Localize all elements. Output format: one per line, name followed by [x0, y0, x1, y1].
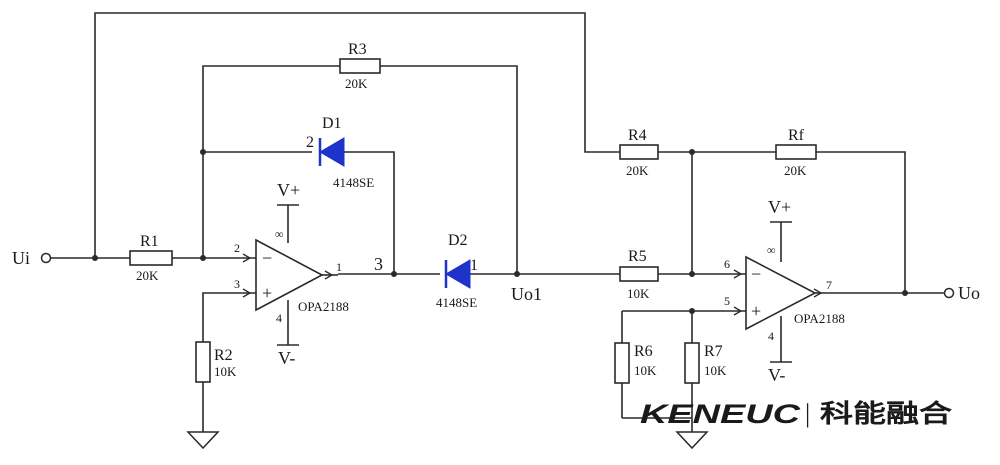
resistor-r3: R3 20K — [339, 41, 381, 91]
opamp-u1-pin-inv: 2 — [234, 241, 240, 255]
junction-dots — [92, 149, 908, 314]
opamp-u2: − + 6 5 7 ∞ 4 V+ V- OPA2188 — [724, 197, 845, 385]
opamp-u1-pin-out: 1 — [336, 260, 342, 274]
opamp-u2-icon — [745, 255, 817, 331]
resistor-r3-name: R3 — [348, 41, 367, 58]
node-uo1-label: Uo1 — [511, 284, 542, 304]
opamp-u1: − + 2 3 1 ∞ 4 V+ V- OPA2188 — [234, 180, 349, 368]
opamp-u2-part: OPA2188 — [794, 311, 845, 326]
resistor-r4: R4 20K — [619, 127, 659, 178]
opamp-u1-vplus: V+ — [277, 180, 300, 200]
resistor-rf-name: Rf — [788, 127, 805, 144]
junction-dot — [200, 255, 206, 261]
resistor-rf-icon — [775, 144, 817, 160]
opamp-u2-pin-out: 7 — [826, 278, 832, 292]
opamp-u2-inv-sign: − — [751, 264, 761, 284]
diode-d2-icon — [445, 259, 471, 289]
resistor-r1-icon — [129, 250, 173, 266]
resistor-rf-value: 20K — [784, 163, 807, 178]
resistor-r2: R2 10K — [195, 341, 237, 383]
resistor-r1-name: R1 — [140, 233, 159, 250]
resistor-r6-name: R6 — [634, 343, 653, 360]
resistor-r3-icon — [339, 58, 381, 74]
opamp-u1-inv-sign: − — [262, 248, 272, 268]
ground-icon — [186, 431, 220, 450]
resistor-r3-value: 20K — [345, 76, 368, 91]
resistor-r5-name: R5 — [628, 248, 647, 265]
diode-d1-name: D1 — [322, 115, 342, 132]
opamp-u2-vplus: V+ — [768, 197, 791, 217]
resistor-r7-icon — [684, 342, 700, 384]
junction-dot — [92, 255, 98, 261]
junction-dot — [689, 308, 695, 314]
resistor-r6-icon — [614, 342, 630, 384]
output-terminal-icon — [943, 287, 955, 299]
resistor-r5-icon — [619, 266, 659, 282]
diode-d1-icon — [319, 137, 345, 167]
resistor-r7-value: 10K — [704, 363, 727, 378]
opamp-u2-noninv-sign: + — [751, 301, 761, 321]
junction-dot — [902, 290, 908, 296]
opamp-u2-vminus: V- — [768, 365, 785, 385]
brand-watermark: KENEUC | 科能融合 — [640, 399, 953, 429]
opamp-u1-pin-noninv: 3 — [234, 277, 240, 291]
opamp-u2-pin-inf: ∞ — [767, 243, 776, 257]
resistor-r2-icon — [195, 341, 211, 383]
diode-d1: D1 2 4148SE — [306, 115, 374, 190]
output-label: Uo — [958, 283, 980, 303]
diode-d1-part: 4148SE — [333, 175, 374, 190]
resistor-r5-value: 10K — [627, 286, 650, 301]
brand-latin: KENEUC — [640, 399, 801, 429]
opamp-u1-vminus: V- — [278, 348, 295, 368]
opamp-u1-noninv-sign: + — [262, 283, 272, 303]
brand-chinese: 科能融合 — [820, 399, 953, 428]
resistor-r6: R6 10K — [614, 342, 657, 384]
resistor-r6-value: 10K — [634, 363, 657, 378]
wires — [51, 12, 944, 432]
brand-separator: | — [805, 399, 810, 428]
opamp-u1-pin-inf: ∞ — [275, 227, 284, 241]
diode-d2-pin: 1 — [470, 257, 478, 274]
opamp-u2-pin-gnd: 4 — [768, 329, 774, 343]
junction-dot — [200, 149, 206, 155]
junction-dot — [391, 271, 397, 277]
opamp-u2-pin-inv: 6 — [724, 257, 730, 271]
junction-dot — [689, 271, 695, 277]
ground-icon — [675, 431, 709, 450]
opamp-u1-part: OPA2188 — [298, 299, 349, 314]
input-label: Ui — [12, 248, 30, 268]
diode-d2-name: D2 — [448, 232, 468, 249]
resistor-r4-icon — [619, 144, 659, 160]
diode-d2-part: 4148SE — [436, 295, 477, 310]
resistor-r2-value: 10K — [214, 364, 237, 379]
junction-dot — [689, 149, 695, 155]
resistor-r4-value: 20K — [626, 163, 649, 178]
resistor-r1: R1 20K — [129, 233, 173, 283]
opamp-u2-pin-noninv: 5 — [724, 294, 730, 308]
resistor-r2-name: R2 — [214, 347, 233, 364]
resistor-r7-name: R7 — [704, 343, 723, 360]
diode-d1-pin: 2 — [306, 134, 314, 151]
input-terminal-icon — [40, 252, 52, 264]
node-3-label: 3 — [374, 254, 383, 274]
resistor-r1-value: 20K — [136, 268, 159, 283]
diode-d2: D2 1 4148SE — [436, 232, 478, 310]
resistor-r5: R5 10K — [619, 248, 659, 301]
resistor-r4-name: R4 — [628, 127, 647, 144]
resistor-r7: R7 10K — [684, 342, 727, 384]
opamp-u1-icon — [255, 238, 324, 312]
opamp-u1-pin-gnd: 4 — [276, 311, 282, 325]
junction-dot — [514, 271, 520, 277]
resistor-rf: Rf 20K — [775, 127, 817, 178]
